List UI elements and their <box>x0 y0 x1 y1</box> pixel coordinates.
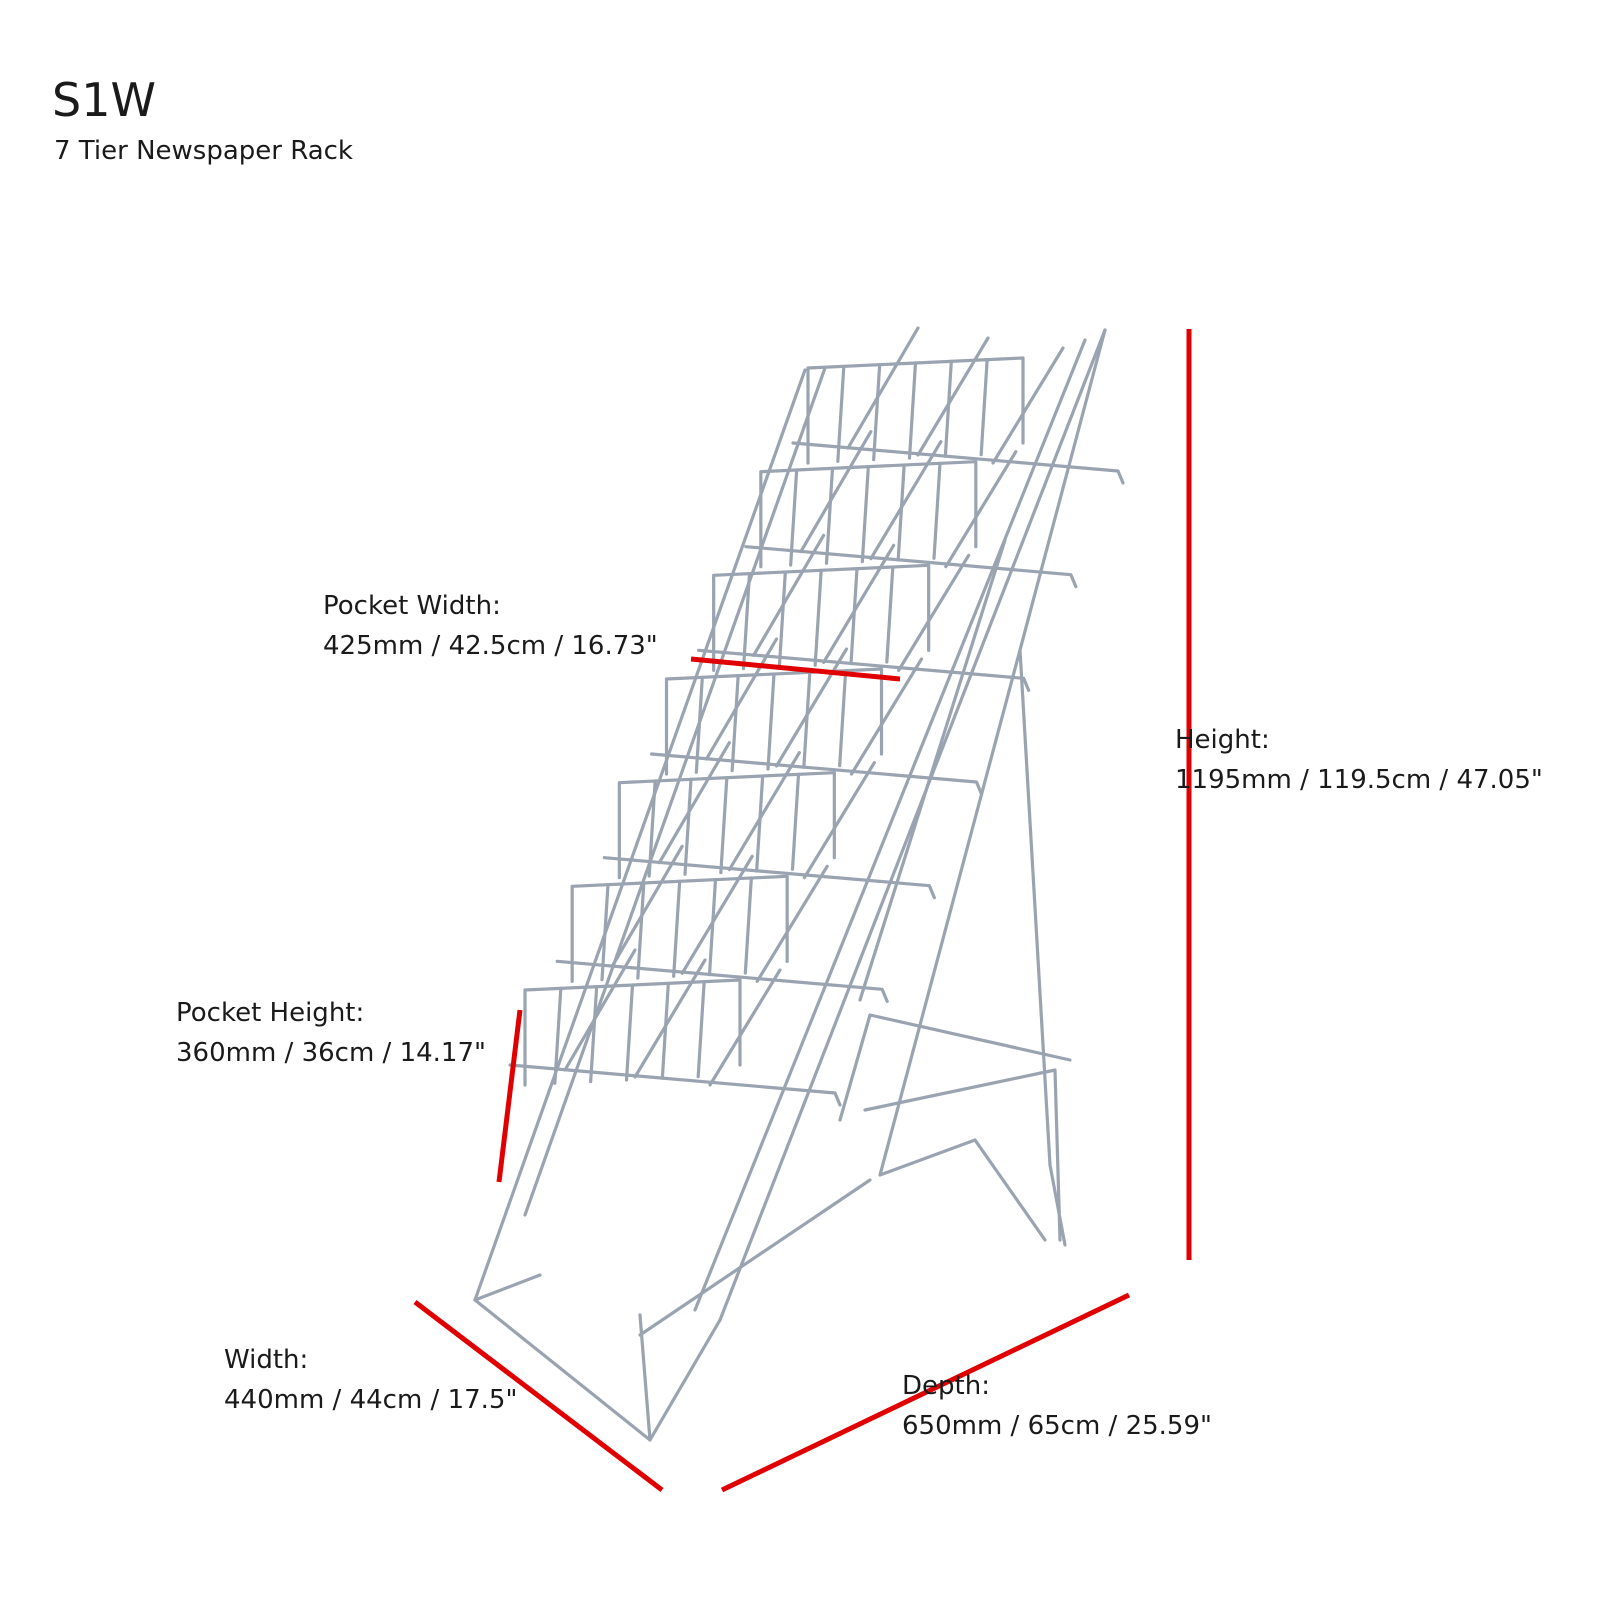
pocket-height-dimension-line <box>496 1009 523 1183</box>
pocket-width-caption: Pocket Width: <box>323 591 501 621</box>
pocket-height-label: Pocket Height: 360mm / 36cm / 14.17" <box>176 993 486 1073</box>
pocket-width-dimension-line <box>690 656 901 682</box>
width-value: 440mm / 44cm / 17.5" <box>224 1385 518 1415</box>
height-value: 1195mm / 119.5cm / 47.05" <box>1175 765 1543 795</box>
tier-shelf-bar <box>508 1063 842 1107</box>
width-caption: Width: <box>224 1345 309 1375</box>
tier-lip-wires <box>563 948 782 1087</box>
tier-lip-wires <box>799 430 1018 569</box>
height-caption: Height: <box>1175 725 1270 755</box>
page-title: S1W <box>52 73 156 127</box>
rack-tier <box>649 637 984 796</box>
rack-tier <box>602 741 936 900</box>
tier-shelf-bar <box>697 648 1031 692</box>
tier-shelf-bar <box>602 856 936 900</box>
depth-dimension-line <box>720 1292 1131 1493</box>
pocket-width-value: 425mm / 42.5cm / 16.73" <box>323 631 658 661</box>
tier-pocket-wires <box>600 876 753 982</box>
rack-tier <box>697 533 1031 692</box>
tier-lip-wires <box>704 637 924 776</box>
width-label: Width: 440mm / 44cm / 17.5" <box>224 1340 517 1420</box>
pocket-height-caption: Pocket Height: <box>176 998 365 1028</box>
rack-base-brace <box>473 1013 1072 1442</box>
pocket-width-label: Pocket Width: 425mm / 42.5cm / 16.73" <box>323 586 658 666</box>
pocket-height-value: 360mm / 36cm / 14.17" <box>176 1038 486 1068</box>
page-subtitle: 7 Tier Newspaper Rack <box>54 136 353 166</box>
tier-shelf-bar <box>555 959 889 1003</box>
rack-front-rails <box>473 328 1107 1322</box>
tier-pocket-wires <box>694 669 848 774</box>
width-dimension-line <box>413 1300 664 1492</box>
depth-value: 650mm / 65cm / 25.59" <box>902 1411 1212 1441</box>
depth-caption: Depth: <box>902 1371 990 1401</box>
tier-lip-wires <box>846 326 1065 465</box>
tier-pocket-wires <box>741 565 895 671</box>
height-label: Height: 1195mm / 119.5cm / 47.05" <box>1175 720 1543 800</box>
tier-lip-wires <box>610 844 829 983</box>
tier-shelf-bar <box>649 752 984 796</box>
tier-pocket-wires <box>789 461 942 567</box>
rack-tier <box>791 326 1125 485</box>
tier-shelf-bar <box>791 441 1125 485</box>
tier-shelf-bar <box>744 545 1078 589</box>
rack-tier <box>508 948 842 1107</box>
rack-tier <box>555 844 889 1003</box>
tier-pocket-wires <box>647 772 801 878</box>
tier-pocket-wires <box>553 980 706 1085</box>
wire-rack-illustration <box>473 326 1125 1442</box>
tier-pocket-wires <box>836 358 989 463</box>
depth-label: Depth: 650mm / 65cm / 25.59" <box>902 1366 1212 1446</box>
rack-tier <box>744 430 1078 589</box>
tier-lip-wires <box>752 533 971 672</box>
rack-tiers <box>508 326 1125 1107</box>
tier-lip-wires <box>657 741 876 880</box>
